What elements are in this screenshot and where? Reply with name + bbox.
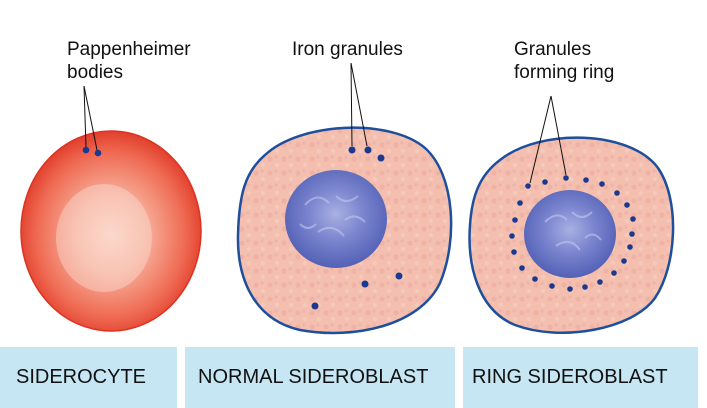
panel-label: RING SIDEROBLAST: [472, 366, 668, 388]
label-normal-sideroblast: NORMAL SIDEROBLAST: [185, 347, 455, 408]
callout-line: [550, 95, 567, 176]
callout-line: [83, 85, 98, 151]
callout-iron-granules: Iron granules: [292, 38, 403, 61]
iron-granule: [377, 154, 385, 162]
granule-ring: [509, 175, 636, 292]
normal-sideroblast-cell: [236, 62, 453, 335]
iron-granule: [311, 302, 319, 310]
callout-line-1: Iron granules: [292, 39, 403, 60]
nucleus: [524, 190, 616, 278]
panel-label: SIDEROCYTE: [16, 366, 147, 388]
iron-granule: [348, 146, 356, 154]
ring-sideroblast-cell: [468, 95, 675, 334]
callout-line-1: Granules: [514, 39, 592, 60]
iron-granule: [395, 272, 403, 280]
callout-line-2: forming ring: [514, 62, 615, 83]
iron-granule: [361, 280, 369, 288]
pappenheimer-body: [94, 149, 102, 157]
siderocyte-cell: [20, 85, 202, 332]
label-ring-sideroblast: RING SIDEROBLAST: [463, 347, 698, 408]
callout-line-2: bodies: [67, 62, 123, 83]
label-siderocyte: SIDEROCYTE: [0, 347, 177, 408]
callout-line: [83, 85, 87, 148]
pappenheimer-body: [82, 146, 90, 154]
callout-granules-ring: Granules forming ring: [514, 38, 614, 84]
callout-line: [350, 62, 353, 147]
callout-line: [350, 62, 368, 147]
nucleus: [285, 170, 387, 268]
panel-label: NORMAL SIDEROBLAST: [198, 366, 429, 388]
iron-granule: [364, 146, 372, 154]
callout-line-1: Pappenheimer: [67, 39, 191, 60]
callout-line: [529, 95, 552, 184]
callout-pappenheimer: Pappenheimer bodies: [67, 38, 191, 84]
